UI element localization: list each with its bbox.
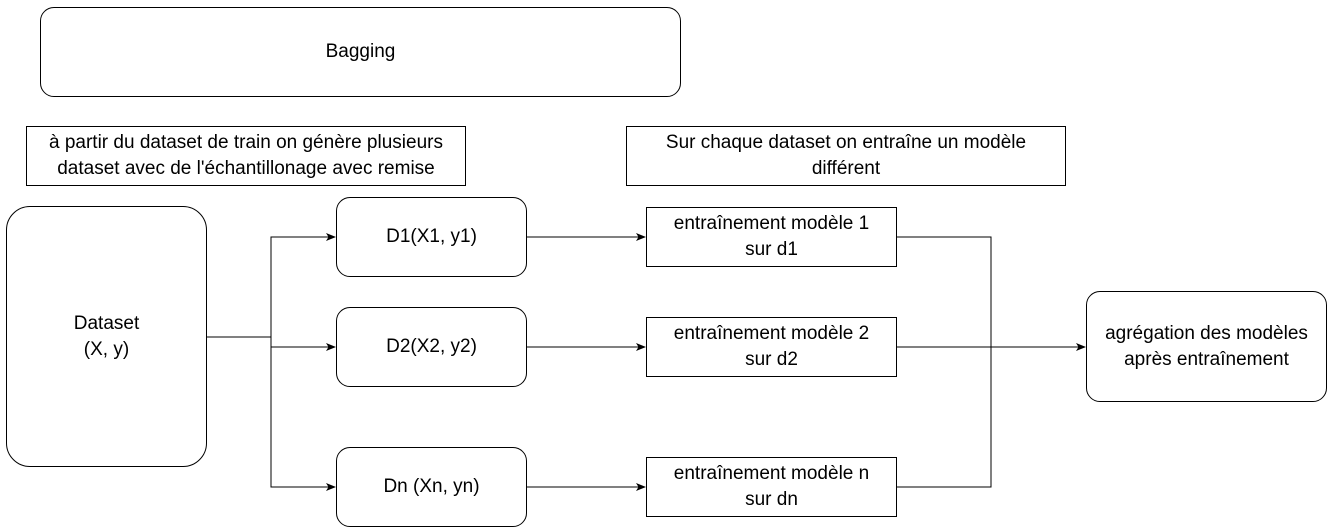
training-2-label: entraînement modèle 2 sur d2 — [673, 323, 870, 370]
subset-d1-node: D1(X1, y1) — [336, 197, 527, 277]
training-n-node: entraînement modèle n sur dn — [646, 457, 897, 517]
training-1-label: entraînement modèle 1 sur d1 — [673, 213, 870, 260]
subset-d2-node: D2(X2, y2) — [336, 307, 527, 387]
aggregation-label: agrégation des modèles après entraînemen… — [1105, 322, 1308, 370]
subset-dn-label: Dn (Xn, yn) — [383, 476, 480, 497]
edge-training-n-to-aggregation — [896, 347, 992, 488]
aggregation-node: agrégation des modèles après entraînemen… — [1086, 291, 1327, 402]
edge-dataset-to-d1 — [206, 233, 336, 338]
training-note-text: Sur chaque dataset on entraîne un modèle… — [665, 132, 1027, 179]
subset-d2-label: D2(X2, y2) — [386, 336, 477, 357]
title-box: Bagging — [40, 7, 681, 97]
diagram-title: Bagging — [325, 41, 396, 62]
subset-dn-node: Dn (Xn, yn) — [336, 447, 527, 527]
edge-dataset-to-d2 — [270, 337, 336, 351]
sampling-note-text: à partir du dataset de train on génère p… — [49, 132, 443, 179]
dataset-node: Dataset (X, y) — [6, 206, 207, 467]
sampling-note: à partir du dataset de train on génère p… — [26, 126, 466, 186]
training-note: Sur chaque dataset on entraîne un modèle… — [626, 126, 1066, 186]
training-2-node: entraînement modèle 2 sur d2 — [646, 317, 897, 377]
training-n-label: entraînement modèle n sur dn — [673, 463, 870, 510]
training-1-node: entraînement modèle 1 sur d1 — [646, 207, 897, 267]
subset-d1-label: D1(X1, y1) — [386, 226, 477, 247]
edge-training-1-to-aggregation — [896, 236, 992, 347]
dataset-label: Dataset (X, y) — [73, 312, 140, 360]
edge-dataset-to-dn — [270, 347, 336, 491]
